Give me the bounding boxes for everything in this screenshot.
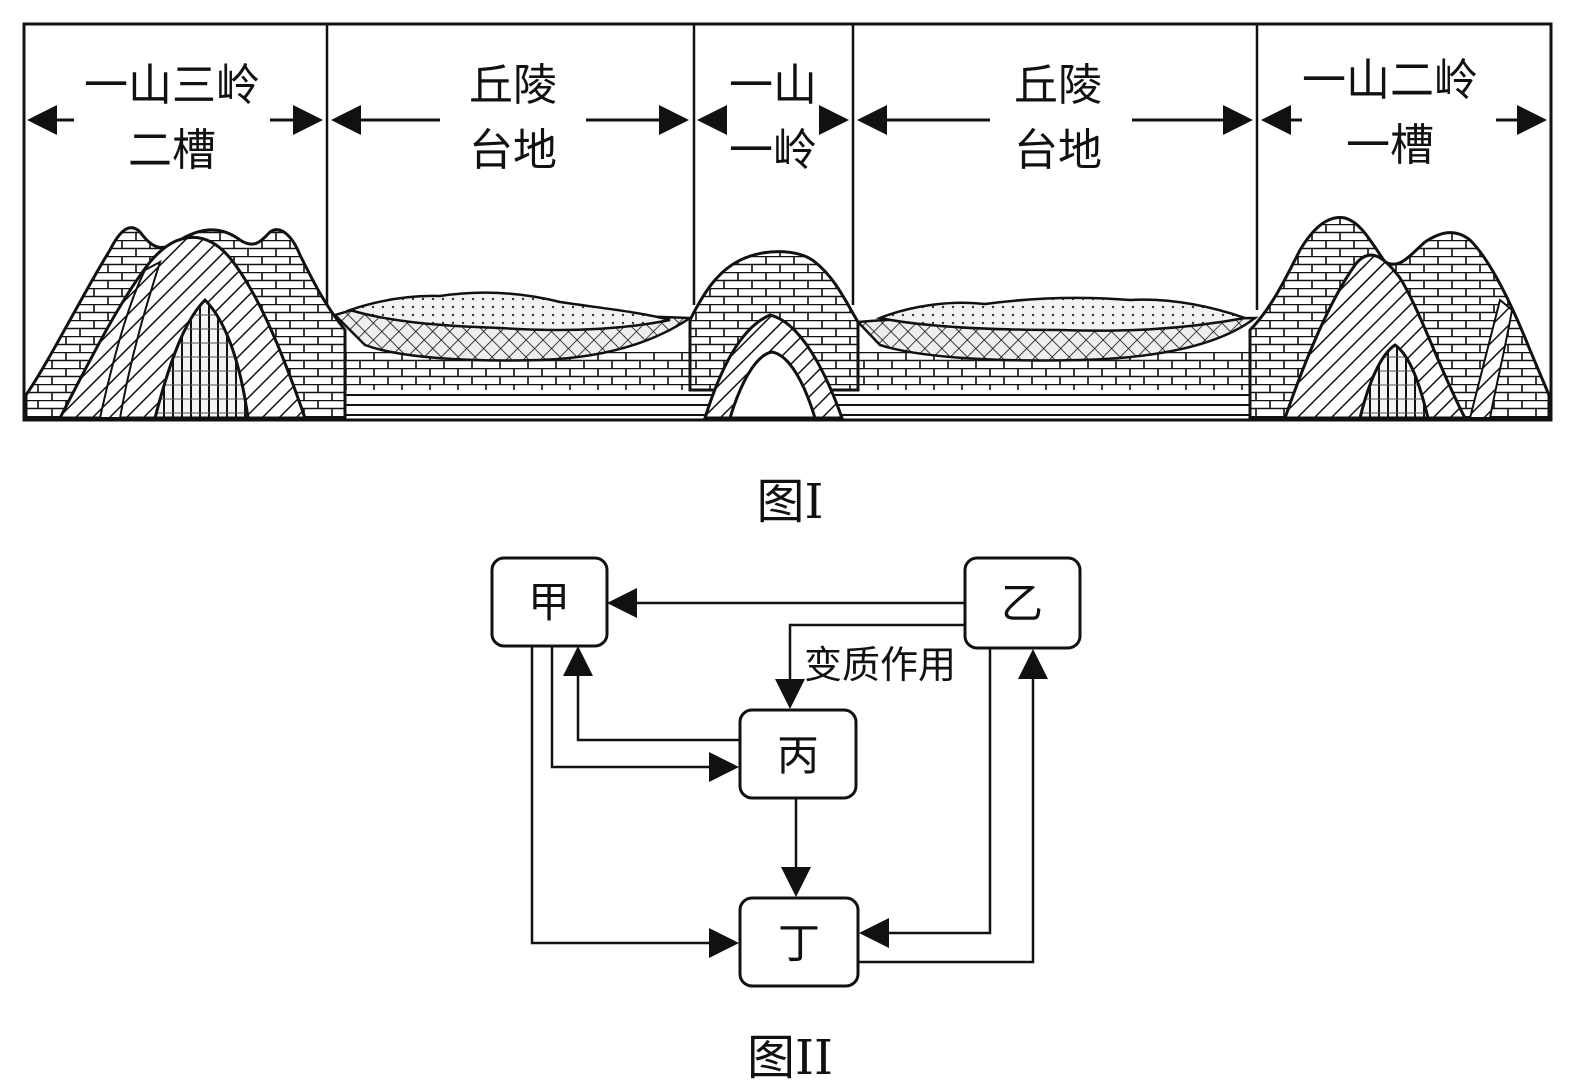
svg-text:一山三岭: 一山三岭 — [84, 60, 260, 111]
node-yi: 乙 — [963, 556, 1082, 650]
right-anticline-sandstone — [1282, 253, 1468, 420]
zone-label-5: 一山二岭 一槽 — [1261, 55, 1547, 171]
node-jia: 甲 — [490, 556, 609, 648]
zone-label-4: 丘陵 台地 — [857, 60, 1253, 176]
arrow-jia-to-ding — [530, 646, 739, 958]
svg-text:一山二岭: 一山二岭 — [1302, 55, 1478, 106]
svg-text:甲: 甲 — [528, 578, 570, 627]
figure-1-frame — [22, 22, 1553, 422]
arrow-yi-to-ding — [859, 648, 992, 948]
arrow-ding-to-yi — [858, 649, 1048, 964]
arrow-bing-to-jia — [563, 646, 740, 742]
svg-text:丁: 丁 — [778, 919, 820, 968]
svg-text:一山: 一山 — [729, 60, 817, 111]
arrow-yi-to-bing — [775, 623, 965, 709]
svg-text:丙: 丙 — [777, 731, 819, 780]
arrow-jia-to-bing — [550, 646, 739, 782]
figure-1-caption: 图I — [756, 474, 824, 530]
figure-2-caption: 图II — [747, 1030, 833, 1086]
svg-text:台地: 台地 — [469, 125, 557, 176]
node-bing: 丙 — [738, 708, 858, 800]
left-flank-sandstone — [98, 259, 162, 419]
svg-text:一岭: 一岭 — [729, 125, 817, 176]
edge-label-metamorphism: 变质作用 — [804, 643, 956, 687]
middle-anticline-core — [727, 350, 818, 420]
svg-text:丘陵: 丘陵 — [469, 60, 557, 111]
right-anticline-core — [1358, 343, 1430, 420]
svg-text:二槽: 二槽 — [128, 125, 216, 176]
zone-label-3: 一山 一岭 — [697, 60, 849, 176]
svg-text:乙: 乙 — [1001, 579, 1043, 628]
left-hill-dots — [345, 291, 671, 332]
left-anticline-core — [153, 297, 250, 420]
svg-text:丘陵: 丘陵 — [1014, 60, 1102, 111]
right-hill-dots — [875, 296, 1250, 332]
svg-text:台地: 台地 — [1014, 125, 1102, 176]
node-ding: 丁 — [738, 896, 860, 988]
zone-label-1: 一山三岭 二槽 — [26, 60, 323, 176]
figure-1-cross-section: 一山三岭 二槽 丘陵 台地 一山 一岭 丘陵 台地 一山二岭 一槽 — [22, 22, 1553, 422]
zone-label-2: 丘陵 台地 — [331, 60, 689, 176]
right-flank-sandstone — [1468, 298, 1514, 419]
svg-text:一槽: 一槽 — [1346, 120, 1434, 171]
